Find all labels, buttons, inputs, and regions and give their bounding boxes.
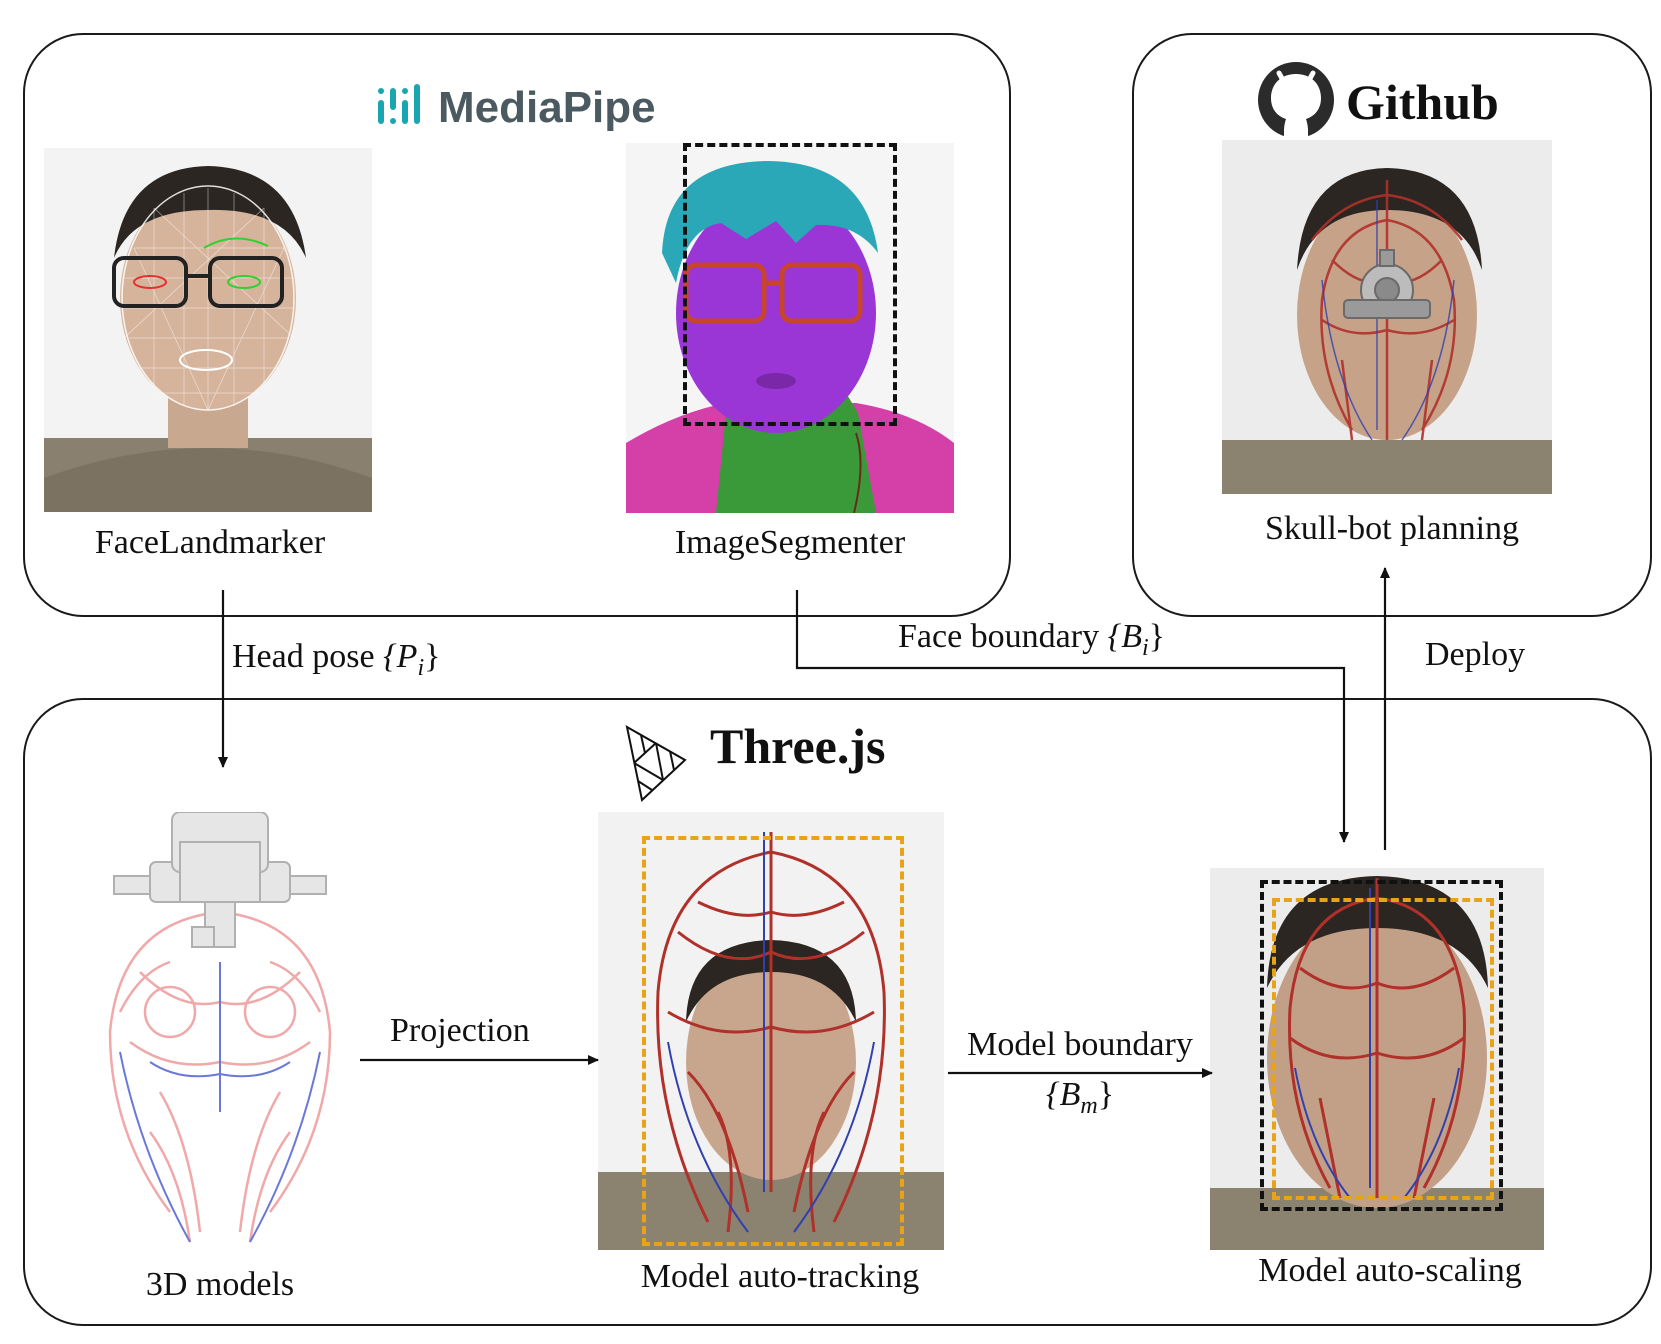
skullbot-planning-image (1222, 140, 1552, 494)
mediapipe-title: MediaPipe (438, 83, 656, 132)
face-bbox-scaling (1260, 880, 1503, 1211)
face-landmarker-label: FaceLandmarker (94, 524, 326, 561)
head-pose-label: Head pose {Pi} (232, 638, 441, 681)
face-landmarker-image (44, 148, 372, 512)
skullbot-planning-label: Skull-bot planning (1264, 510, 1520, 547)
model-bbox-scaling (1272, 898, 1494, 1200)
auto-scaling-image (1210, 868, 1544, 1250)
face-bbox-segmenter (683, 143, 897, 426)
auto-tracking-image (598, 812, 944, 1250)
models-3d-image (80, 812, 360, 1252)
image-segmenter-image (626, 143, 954, 513)
models-3d-label: 3D models (145, 1266, 295, 1303)
deploy-label: Deploy (1425, 636, 1526, 673)
projection-label: Projection (390, 1012, 530, 1049)
face-boundary-label: Face boundary {Bi} (898, 618, 1165, 661)
image-segmenter-label: ImageSegmenter (674, 524, 906, 561)
threejs-title: Three.js (710, 718, 886, 774)
github-panel (1132, 33, 1652, 617)
model-bbox-tracking (642, 836, 904, 1246)
model-boundary-label: Model boundary (967, 1026, 1193, 1063)
auto-scaling-label: Model auto-scaling (1258, 1252, 1522, 1289)
auto-tracking-label: Model auto-tracking (640, 1258, 920, 1295)
mediapipe-panel (23, 33, 1011, 617)
model-boundary-math: {Bm} (1045, 1076, 1115, 1119)
github-title: Github (1346, 74, 1499, 130)
